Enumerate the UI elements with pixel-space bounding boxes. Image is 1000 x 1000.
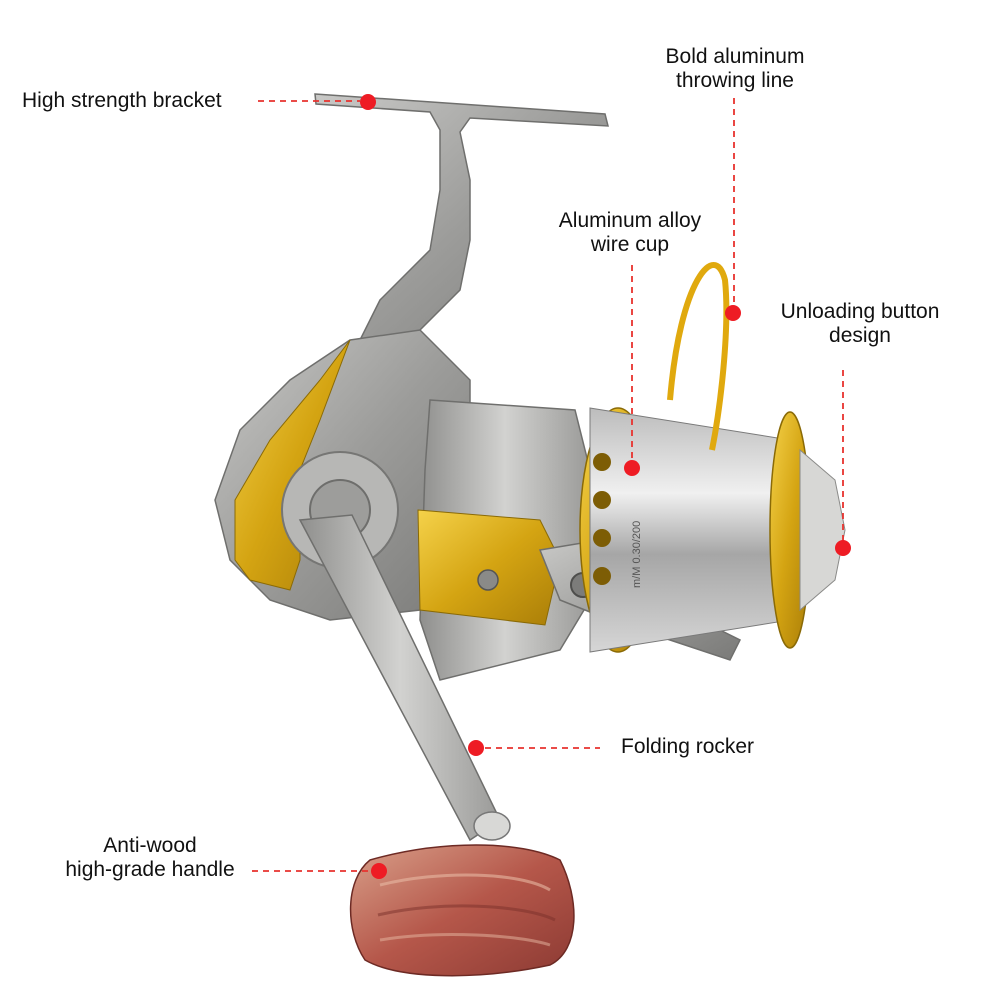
callout-unloading-label: Unloading button design (750, 300, 970, 348)
red-dot-icon (835, 540, 851, 556)
spool-marking: m/M 0.30/200 (631, 521, 643, 588)
callout-handle-line2: high-grade handle (65, 858, 235, 881)
callout-wire-cup-line2: wire cup (590, 233, 670, 256)
red-dot-icon (468, 740, 484, 756)
wire-bail-shape (667, 262, 730, 451)
reel-body-shape (214, 329, 471, 621)
red-dot-icon (371, 863, 387, 879)
leader-lines (252, 98, 844, 872)
callout-handle-label: Anti-wood high-grade handle (40, 834, 260, 882)
callout-throwing-line-label: Bold aluminum throwing line (620, 45, 850, 93)
callout-rocker-text: Folding rocker (621, 735, 755, 758)
red-dot-icon (725, 305, 741, 321)
callout-wire-cup-label: Aluminum alloy wire cup (530, 209, 730, 257)
red-dot-icon (624, 460, 640, 476)
callout-handle-line1: Anti-wood (103, 834, 197, 857)
callout-throwing-line1: Bold aluminum (665, 45, 805, 68)
callout-unloading-line1: Unloading button (780, 300, 940, 323)
callout-wire-cup-line1: Aluminum alloy (558, 209, 702, 232)
callout-rocker-label: Folding rocker (621, 735, 754, 759)
red-dot-icon (360, 94, 376, 110)
callout-throwing-line2: throwing line (676, 69, 794, 92)
crank-arm-shape (298, 514, 511, 842)
callout-bracket-label: High strength bracket (22, 89, 222, 113)
callout-dots (360, 94, 851, 879)
wooden-handle-shape (349, 844, 575, 977)
callout-unloading-line2: design (829, 324, 891, 347)
rotor-shape (417, 399, 591, 681)
callout-bracket-text: High strength bracket (22, 89, 222, 112)
